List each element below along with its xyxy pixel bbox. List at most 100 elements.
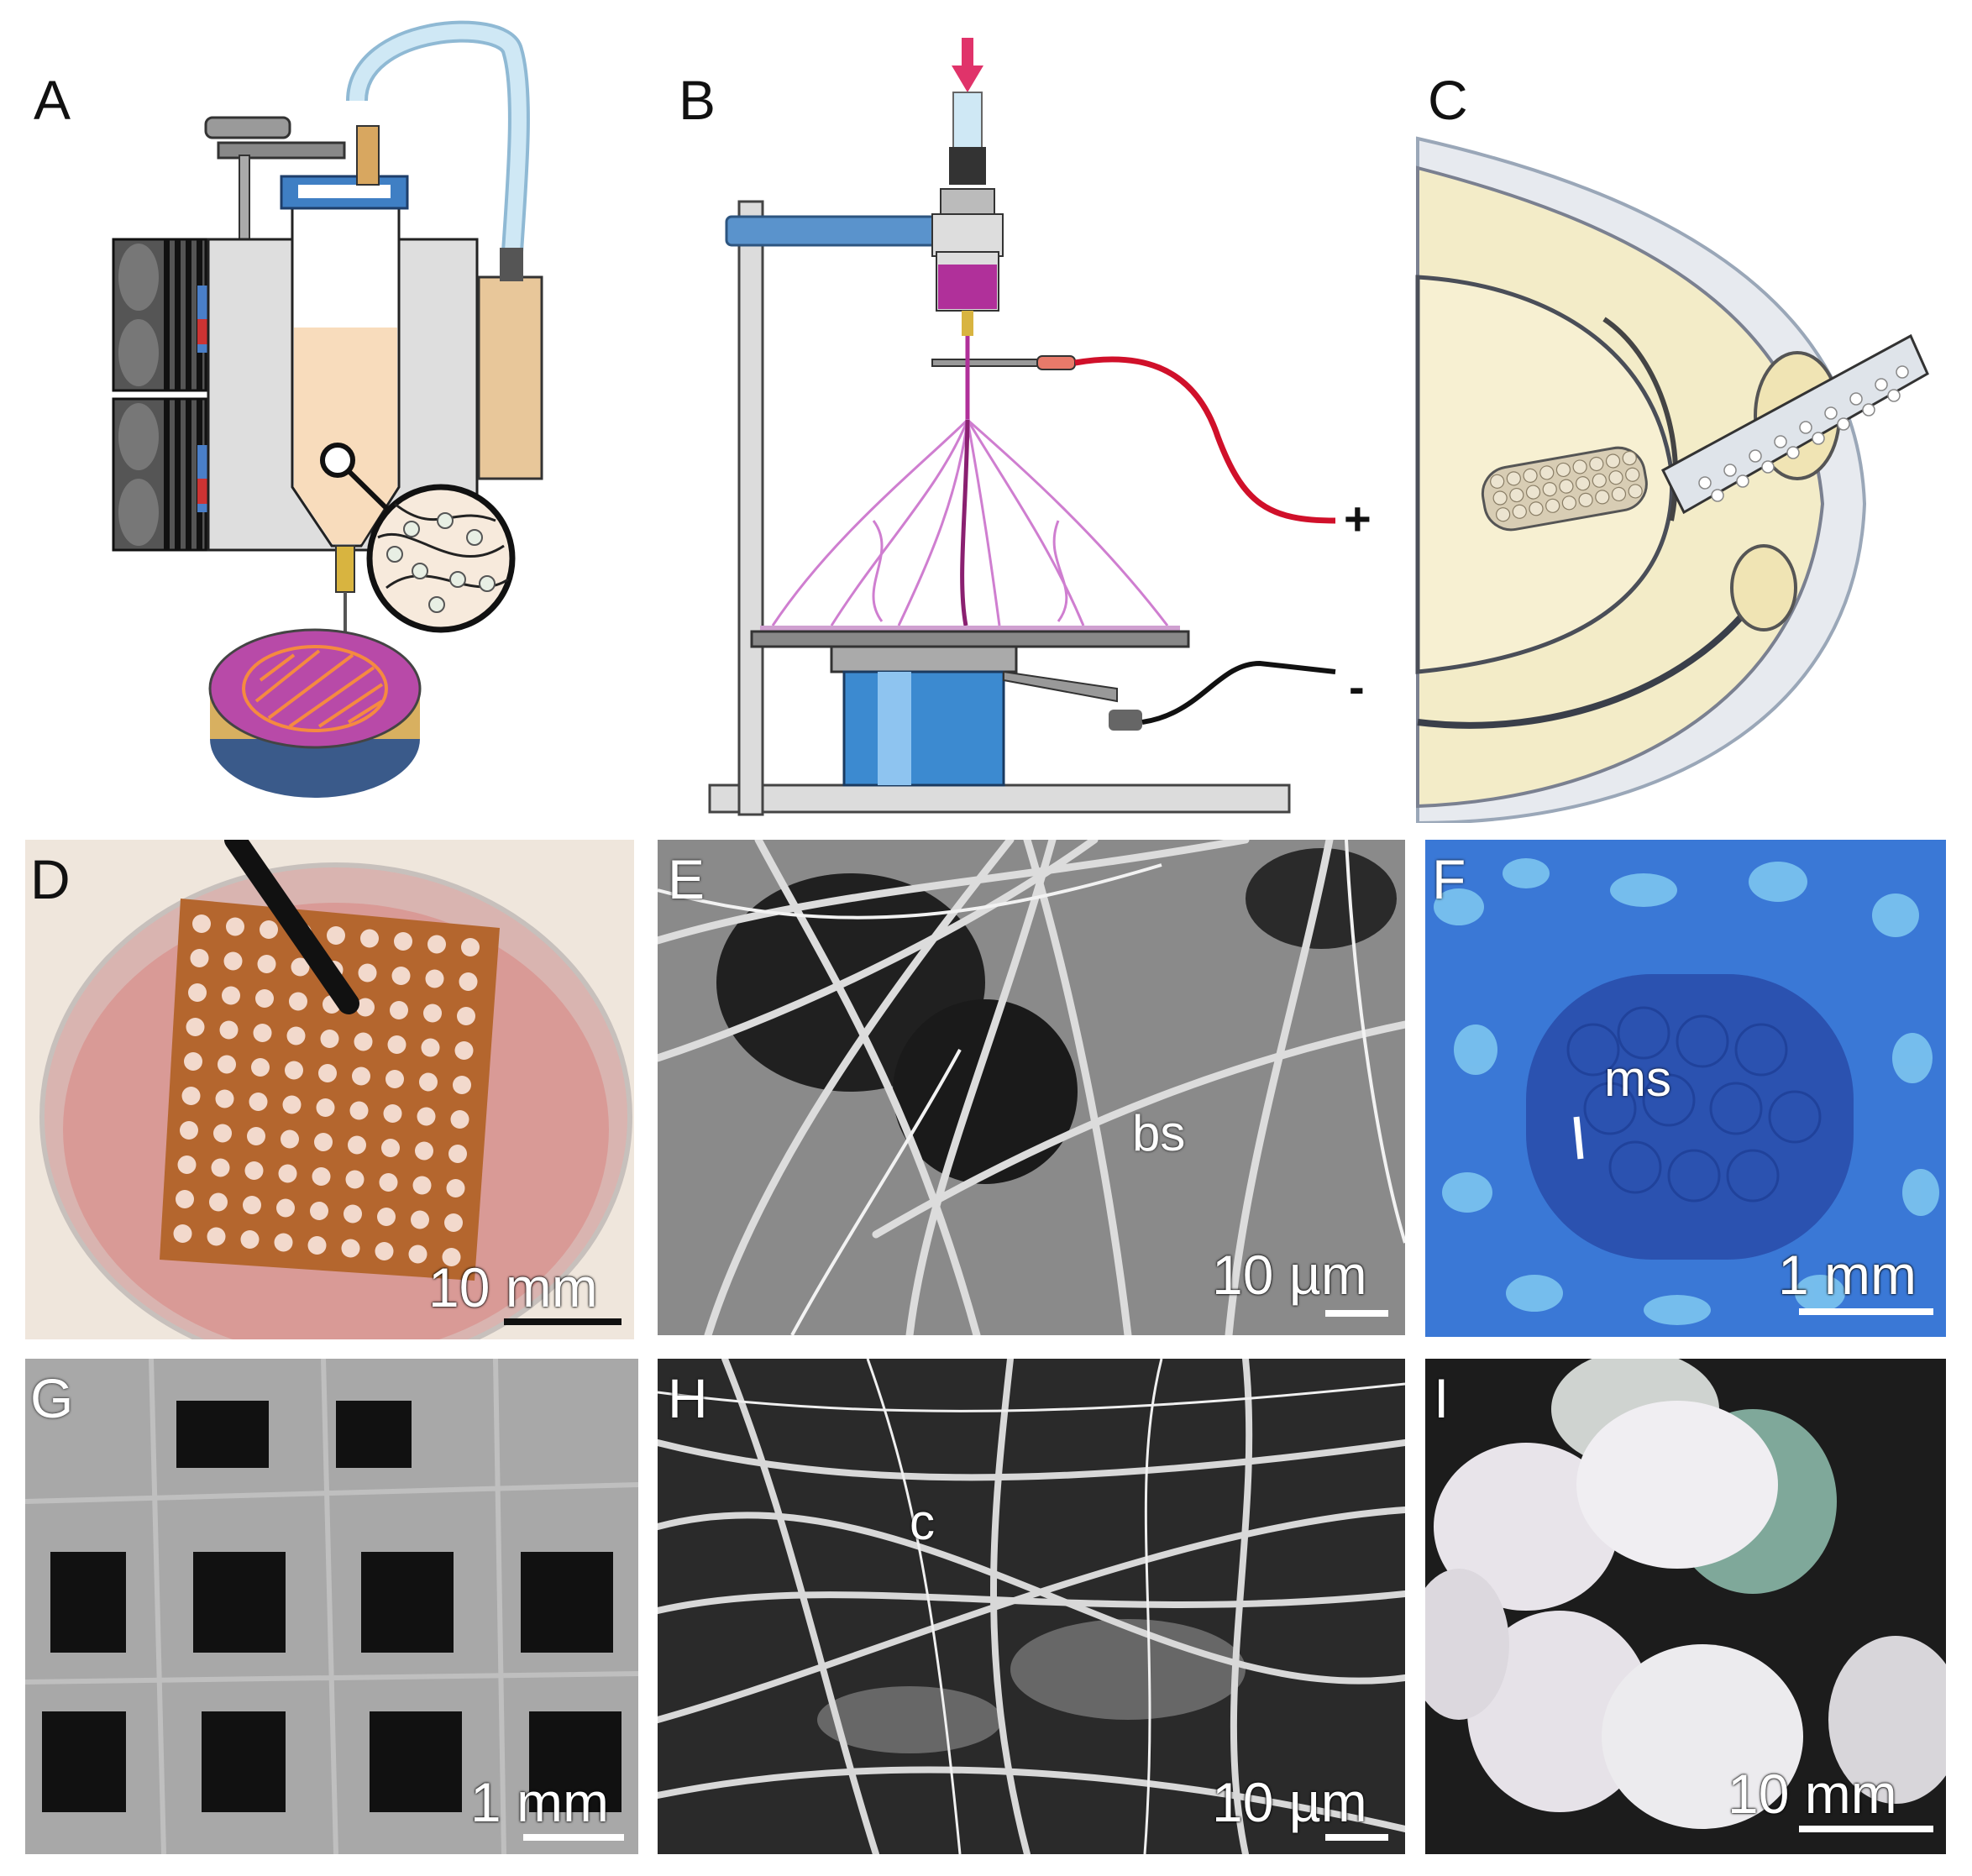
scaffold-hole [341,1239,360,1258]
scaffold-hole [375,1242,394,1260]
scaffold-hole [352,1066,370,1086]
scaffold-hole [274,1233,293,1252]
scaffold-hole [257,955,276,973]
scaffold-hole [421,1038,440,1057]
electrospinning-illustration [708,38,1336,816]
panel-b: B + - [663,0,1403,823]
scaffold-hole [219,1020,239,1040]
scaffold-hole [425,969,444,988]
scaffold-hole [251,1058,270,1077]
scaffold-hole [186,1018,205,1036]
scaffold-hole [180,1121,198,1140]
panel-g: G 1 mm [25,1359,638,1854]
petri-dish [208,628,422,798]
scaffold-hole [240,1230,260,1249]
scaffold-hole [173,1224,192,1243]
scaffold-hole [344,1204,362,1224]
scaffold-hole [390,1001,408,1019]
scaffold-hole [190,949,209,967]
scaffold-hole [320,1030,339,1048]
scaffold-hole [354,1032,373,1051]
scaffold-hole [318,1064,337,1082]
scale-bar [1325,1834,1388,1841]
scale-bar-label: 10 µm [1212,1771,1367,1833]
c-label: c [910,1494,935,1550]
scaffold-hole [423,1004,442,1023]
panel-i: I 10 mm [1425,1359,1946,1854]
scaffold-hole [184,1052,202,1071]
scaffold-hole [278,1164,297,1183]
scaffold-hole [387,1035,406,1054]
bioprinter-illustration [112,20,543,798]
scaffold-hole [243,1196,261,1214]
scaffold-hole [327,926,345,945]
scaffold-hole [281,1129,299,1149]
scaffold-hole [286,1026,306,1045]
sem-scaffold-micrograph [25,1359,638,1854]
scaffold-hole [211,1158,230,1177]
scaffold-hole [223,951,243,971]
sem-cells-micrograph [658,1359,1405,1854]
panel-letter: C [1428,69,1468,131]
panel-letter: D [30,848,71,910]
scaffold-hole [385,1070,404,1088]
panel-letter: G [30,1367,74,1429]
scaffold-hole [427,935,446,954]
scaffold-hole [394,932,412,951]
scale-bar-label: 10 µm [1212,1244,1367,1306]
scaffold-hole [314,1133,333,1151]
scaffold-hole [207,1227,226,1246]
scaffold-hole [349,1101,369,1120]
scaffold-hole [345,1170,365,1189]
scaffold-hole [457,1007,475,1025]
scaffold-hole [459,972,478,991]
stained-histology-image [1425,840,1946,1337]
scaffold-hole [381,1139,400,1157]
panel-letter: F [1432,848,1466,910]
panel-letter: B [679,69,716,131]
scaffold-hole [360,929,379,948]
scaffold-hole [249,1093,268,1111]
scaffold-grid [160,899,500,1281]
panel-c: C [1403,0,1972,823]
scaffold-hole [209,1192,228,1212]
scaffold-hole [411,1210,429,1229]
scaffold-hole [222,986,240,1005]
scale-bar [523,1834,624,1841]
joint-implant-illustration [1415,136,1972,823]
scaffold-hole [289,992,307,1011]
scaffold-hole [244,1161,264,1180]
scaffold-hole [377,1208,396,1226]
panel-letter: H [668,1367,708,1429]
scaffold-hole [316,1098,335,1117]
scaffold-hole [176,1190,194,1208]
scaffold-hole [356,998,375,1017]
scaffold-hole [417,1107,436,1126]
scaffold-hole [282,1095,302,1114]
scaffold-hole [291,957,310,977]
ms-label: ms [1604,1051,1671,1107]
scaffold-hole [415,1141,433,1161]
scaffold-hole [379,1173,398,1192]
scale-bar [1325,1310,1388,1317]
scaffold-hole [215,1089,234,1108]
scaffold-hole [226,917,244,936]
scale-bar-label: 1 mm [470,1771,609,1833]
sem-fibers-micrograph [658,840,1405,1335]
scaffold-hole [192,914,211,933]
scaffold-hole [358,963,377,983]
scaffold-hole [442,1248,461,1266]
panel-letter: A [34,69,71,131]
electrospun-fiber-cone [771,418,1169,626]
scaffold-hole [177,1155,197,1174]
panel-a: A [0,0,663,823]
panel-e: E bs 10 µm [658,840,1405,1335]
scale-bar [1799,1308,1933,1315]
cannula-with-microspheres [1661,333,1929,515]
scaffold-hole [383,1104,402,1123]
panel-f: F ms 1 mm [1425,840,1946,1337]
cell-bioink-magnifier [366,484,516,633]
cooling-fan-bottom [112,397,207,552]
scaffold-hole [218,1055,236,1074]
microsphere-cylinder-implant [1481,446,1648,532]
